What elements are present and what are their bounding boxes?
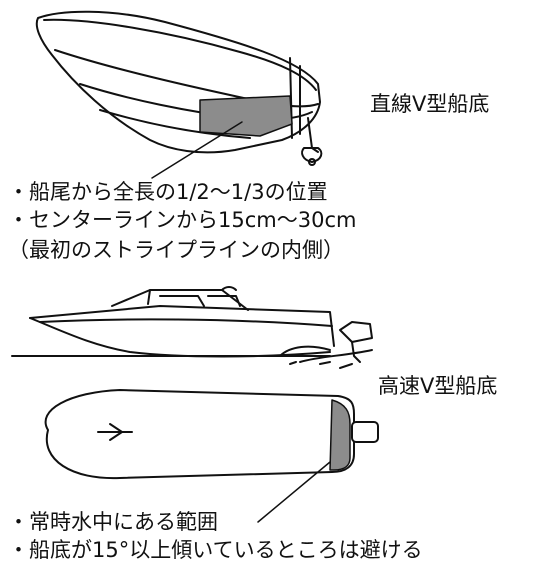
leader-line-top <box>151 121 243 179</box>
boat-side-illustration <box>11 286 373 369</box>
mount-area-bottom <box>329 399 351 471</box>
mount-area-top <box>199 95 293 137</box>
note-line-1: ・船尾から全長の1/2〜1/3の位置 <box>8 180 328 204</box>
boat-underside-illustration <box>35 10 323 166</box>
note-line-3: （最初のストライプラインの内側） <box>8 238 344 262</box>
leader-line-bottom <box>257 461 331 523</box>
note-line-2: ・センターラインから15cm〜30cm <box>8 208 357 232</box>
hull-type-label-straight-v: 直線V型船底 <box>370 92 490 116</box>
note-line-5: ・船底が15°以上傾いているところは避ける <box>8 538 423 562</box>
note-line-4: ・常時水中にある範囲 <box>8 510 218 534</box>
hull-plan-illustration <box>44 389 379 480</box>
hull-type-label-high-speed-v: 高速V型船底 <box>378 374 498 398</box>
